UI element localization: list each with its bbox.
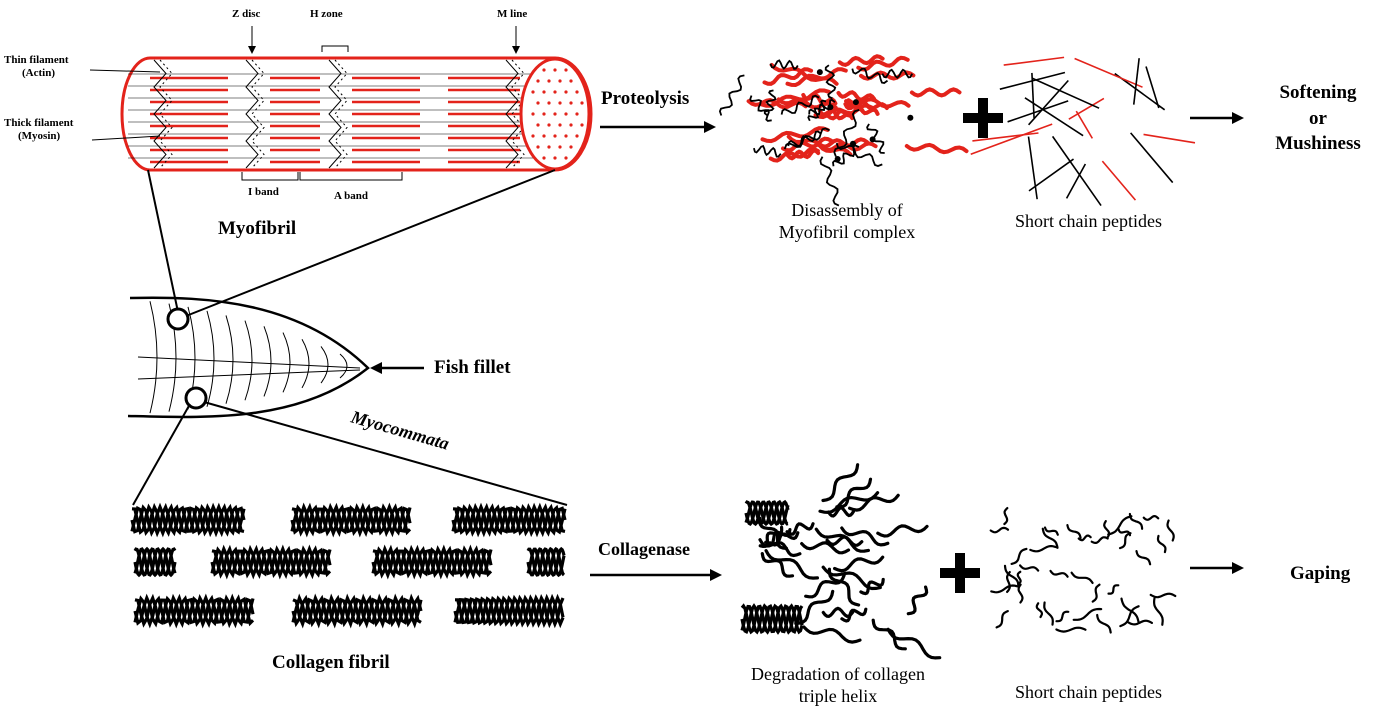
softening-result: Softening or Mushiness [1262, 80, 1374, 157]
disassembly-caption-line1: Disassembly of [791, 200, 903, 220]
arrow-right-icon [600, 121, 716, 133]
arrow-right-icon [1190, 112, 1244, 124]
thin-filament-label-line2: (Actin) [22, 67, 55, 80]
fish-zoom-circle-bottom [184, 386, 208, 410]
myofibril-label-pointers [89, 26, 517, 181]
collagen-fibril-title: Collagen fibril [272, 652, 390, 673]
short-peptides-caption-bottom: Short chain peptides [1015, 682, 1162, 702]
arrow-right-icon [590, 569, 722, 581]
plus-icon [963, 98, 1003, 138]
degradation-caption-line2: triple helix [798, 685, 878, 706]
disassembly-caption-line2: Myofibril complex [778, 221, 916, 242]
collagen-fibrils [130, 502, 567, 629]
myofibril-cross-section-dots [531, 68, 584, 160]
gaping-result: Gaping [1290, 563, 1351, 584]
m-line-label: M line [497, 8, 528, 20]
plus-icon [940, 553, 980, 593]
collagen-zoom-lines [132, 401, 568, 506]
collagen-short-peptides-illustration [989, 507, 1177, 634]
fish-fillet-label: Fish fillet [434, 357, 511, 378]
proteolysis-label: Proteolysis [601, 88, 690, 109]
collagenase-label: Collagenase [598, 539, 690, 559]
thin-filament-label: Thin filament (Actin) [4, 54, 68, 80]
short-peptides-caption-top: Short chain peptides [1015, 211, 1162, 231]
myofibril-short-peptides-illustration [970, 56, 1196, 207]
myofibril-disassembly-illustration [718, 54, 969, 207]
thick-filament-label-line2: (Myosin) [18, 130, 61, 143]
myofibril-zoom-lines [147, 169, 556, 317]
disassembly-caption: Disassembly of Myofibril complex [728, 200, 966, 243]
thick-filament-label: Thick filament (Myosin) [4, 117, 73, 143]
myofibril-filaments [128, 59, 540, 169]
thick-filament-label-line1: Thick filament [4, 117, 74, 129]
degradation-caption: Degradation of collagen triple helix [710, 664, 966, 707]
myofibril-title: Myofibril [218, 218, 297, 239]
z-disc-arrowhead-icon [248, 46, 256, 54]
z-disc-label: Z disc [232, 8, 261, 20]
thin-filament-label-line1: Thin filament [4, 54, 69, 66]
degradation-caption-line1: Degradation of collagen [751, 664, 925, 684]
m-line-arrowhead-icon [512, 46, 520, 54]
softening-result-line2: or [1309, 107, 1327, 129]
softening-result-line1: Softening [1279, 82, 1357, 103]
fish-zoom-circle-top [166, 307, 190, 331]
i-band-label: I band [248, 186, 279, 198]
collagen-degradation-illustration [740, 463, 942, 660]
myofibril-cylinder [120, 56, 593, 172]
fish-fillet-shape [127, 296, 370, 419]
a-band-label: A band [334, 190, 368, 202]
softening-result-line3: Mushiness [1275, 133, 1361, 155]
h-zone-label: H zone [310, 8, 343, 20]
arrow-left-icon [370, 362, 424, 374]
arrow-right-icon [1190, 562, 1244, 574]
